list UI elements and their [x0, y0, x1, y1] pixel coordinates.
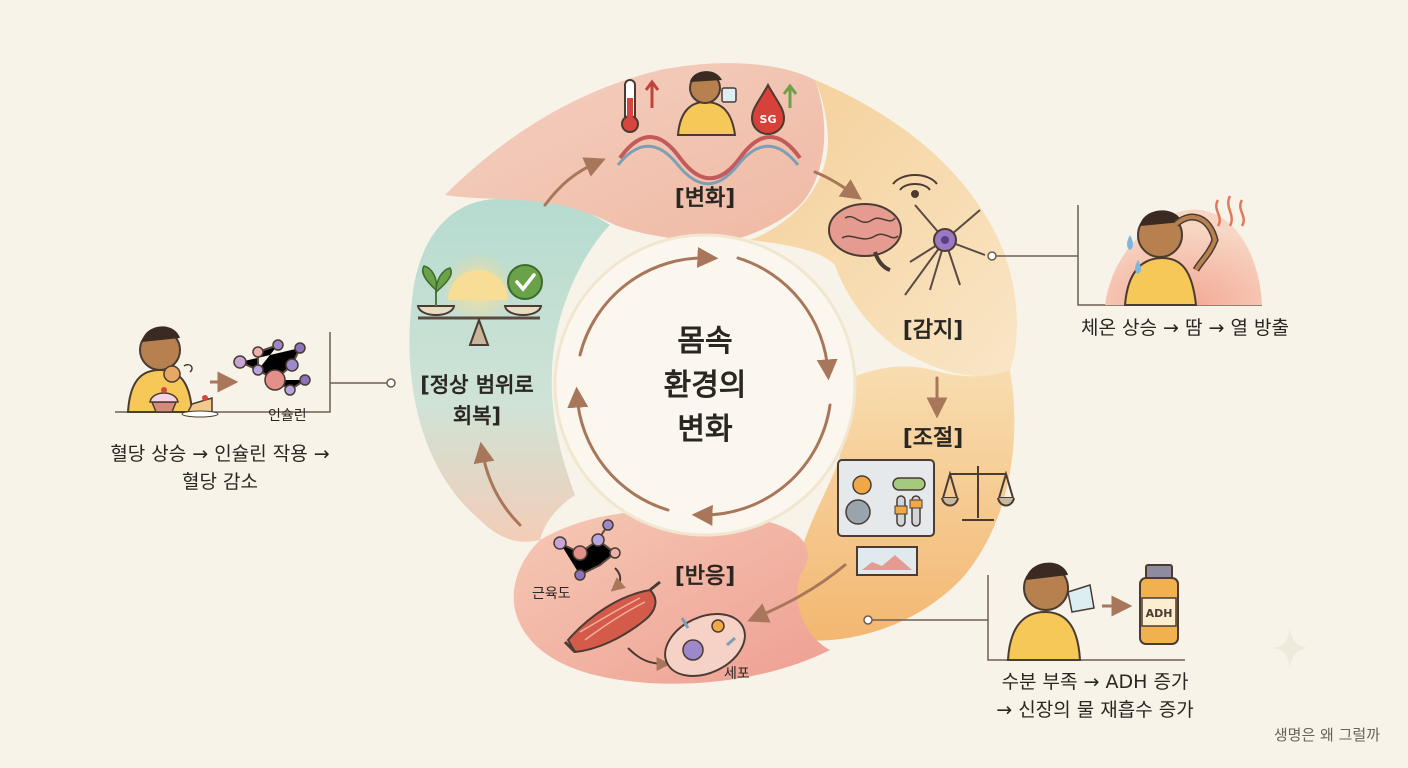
segment-change: [445, 63, 825, 245]
control-panel-icon: [837, 459, 935, 576]
heat-example: [987, 195, 1262, 306]
stage-recover-line1: [정상 범위로: [420, 373, 534, 397]
center-title-line1: 몸속: [677, 324, 733, 359]
outer-arrows: [473, 157, 948, 623]
stage-response-label: [반응]: [674, 564, 736, 589]
brain-icon: [828, 203, 902, 272]
center-title-line2: 환경의: [663, 368, 747, 403]
muscle-icon: [563, 580, 671, 671]
sparkle-icon: [1272, 628, 1308, 668]
seesaw-icon: [416, 305, 543, 346]
balance-scale-icon: [941, 466, 1015, 521]
heat-waves-icon: [1215, 195, 1245, 227]
water-caption: 수분 부족 → ADH 증가 → 신장의 물 재흡수 증가: [975, 668, 1215, 724]
stage-change-label: [변화]: [674, 186, 736, 211]
center-title: 몸속 환경의 변화: [605, 320, 805, 452]
thermometer-icon: [621, 79, 660, 133]
cell-icon: [664, 613, 746, 677]
stage-recover-line2: 회복]: [452, 404, 502, 428]
sugar-caption-line2: 혈당 감소: [182, 471, 258, 493]
water-caption-line2: → 신장의 물 재흡수 증가: [996, 699, 1194, 721]
adh-label: ADH: [1146, 607, 1173, 620]
wave-icon: [618, 135, 802, 181]
signal-icon: [892, 174, 938, 198]
sun-icon: [442, 252, 514, 324]
sugar-caption-line1: 혈당 상승 → 인슐린 작용 →: [110, 443, 330, 465]
blood-drop-icon: SG: [750, 82, 798, 136]
center-title-line3: 변화: [677, 412, 733, 447]
sweating-person-icon: [1123, 210, 1219, 306]
check-badge-icon: [507, 264, 543, 300]
sugar-example: [115, 326, 396, 418]
stage-recover-label: [정상 범위로 회복]: [392, 370, 562, 432]
stage-control-label: [조절]: [902, 426, 964, 451]
plant-icon: [421, 265, 452, 306]
body-temp-caption: 체온 상승 → 땀 → 열 방출: [1081, 317, 1289, 339]
water-caption-line1: 수분 부족 → ADH 증가: [1001, 671, 1189, 693]
drinking-child-icon: [1006, 562, 1095, 661]
sg-badge: SG: [760, 113, 777, 126]
cell-label: 세포: [724, 666, 750, 682]
adh-bottle-icon: ADH: [1139, 564, 1179, 645]
cake-icon: [149, 387, 219, 418]
inner-cycle-arrows: [567, 246, 838, 526]
stage-sense-label: [감지]: [902, 318, 964, 343]
sugar-caption: 혈당 상승 → 인슐린 작용 → 혈당 감소: [90, 440, 350, 496]
insulin-molecule-icon: [233, 339, 311, 396]
footer-credit: 생명은 왜 그럴까: [1273, 726, 1380, 744]
center-circle: [555, 235, 855, 535]
muscle-label: 근육도: [532, 586, 571, 602]
molecule-icon: [553, 519, 626, 592]
water-example: ADH: [863, 562, 1185, 661]
insulin-label: 인슐린: [268, 408, 307, 424]
drinking-person-icon: [676, 71, 737, 136]
neuron-icon: [904, 204, 986, 296]
